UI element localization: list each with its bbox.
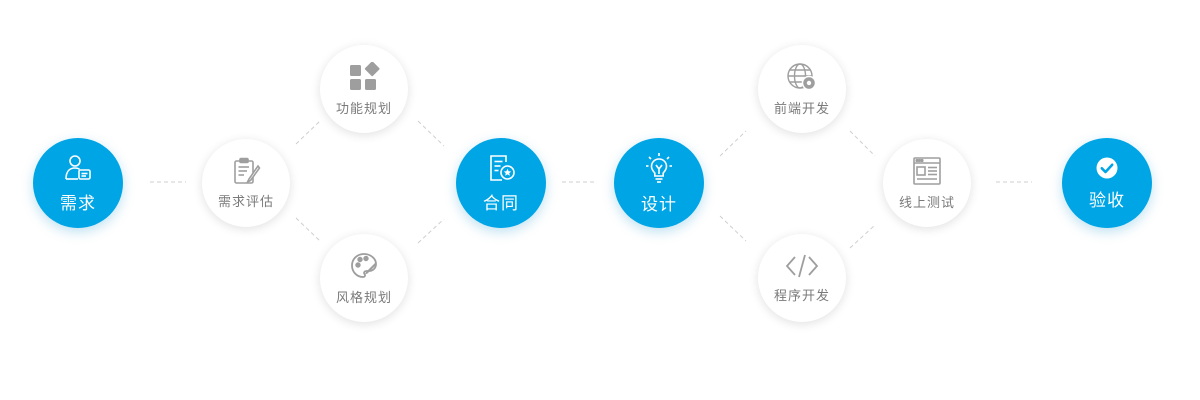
check-circle-icon [1095, 156, 1119, 180]
step-label: 风格规划 [335, 290, 392, 306]
connector-pinggu-gongneng [295, 120, 321, 145]
step-function-planning: 功能规划 [320, 45, 408, 133]
step-label: 前端开发 [773, 101, 830, 117]
code-brackets-icon [785, 253, 819, 279]
step-frontend-development: 前端开发 [758, 45, 846, 133]
contract-seal-icon [486, 153, 516, 183]
connector-sheji-qianduan [719, 130, 747, 157]
connector-gongneng-hetong [417, 120, 445, 147]
step-label: 需求 [60, 193, 96, 214]
palette-icon [349, 251, 379, 281]
step-label: 线上测试 [898, 195, 955, 211]
step-label: 功能规划 [335, 101, 392, 117]
step-online-testing: 线上测试 [883, 139, 971, 227]
step-label: 程序开发 [773, 288, 830, 304]
step-label: 合同 [483, 193, 519, 214]
step-contract: 合同 [456, 138, 546, 228]
step-label: 设计 [641, 194, 677, 215]
lightbulb-icon [644, 152, 674, 184]
connector-fengge-hetong [417, 218, 445, 244]
connector-chengxu-ceshi [849, 224, 876, 249]
step-style-planning: 风格规划 [320, 234, 408, 322]
step-acceptance: 验收 [1062, 138, 1152, 228]
step-requirement: 需求 [33, 138, 123, 228]
clipboard-pen-icon [231, 157, 261, 185]
step-requirement-evaluation: 需求评估 [202, 139, 290, 227]
globe-gear-icon [786, 62, 818, 92]
browser-window-icon [912, 156, 942, 186]
blocks-grid-icon [348, 60, 380, 92]
step-label: 需求评估 [217, 194, 274, 210]
step-program-development: 程序开发 [758, 234, 846, 322]
step-label: 验收 [1089, 190, 1125, 211]
connector-pinggu-fengge [295, 217, 321, 242]
step-design: 设计 [614, 138, 704, 228]
connector-sheji-chengxu [719, 215, 747, 242]
user-document-icon [63, 153, 93, 183]
connector-qianduan-ceshi [849, 130, 876, 157]
